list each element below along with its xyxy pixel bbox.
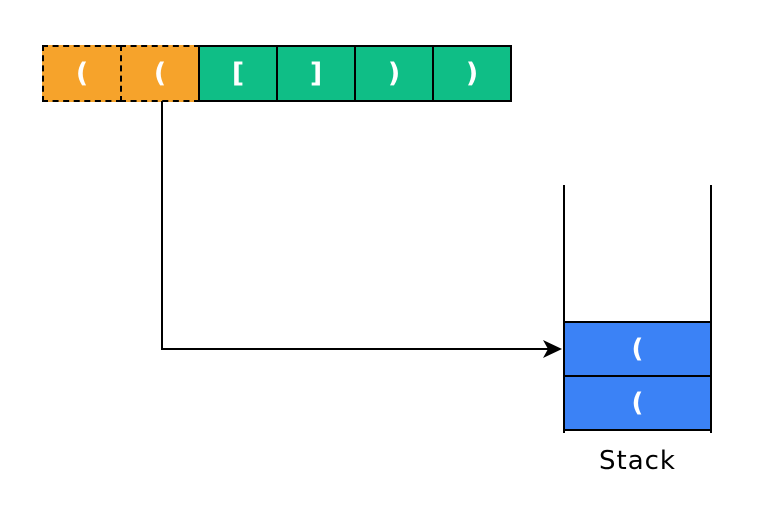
bracket-sequence: ( ( [ ] ) )	[42, 45, 512, 102]
stack-label: Stack	[599, 446, 676, 476]
stack-item-char: (	[631, 334, 644, 364]
stack-items: ( (	[563, 321, 712, 431]
cell-char: )	[465, 58, 479, 89]
sequence-cell: )	[432, 45, 512, 102]
cell-char: (	[75, 58, 89, 89]
stack-item-char: (	[631, 388, 644, 418]
push-arrow-line	[161, 101, 549, 350]
cell-char: (	[153, 58, 167, 89]
sequence-cell: (	[120, 45, 200, 102]
sequence-cell: [	[198, 45, 278, 102]
sequence-cell: ]	[276, 45, 356, 102]
arrow-head-icon	[543, 340, 562, 358]
stack-item: (	[563, 321, 712, 377]
cell-char: ]	[309, 58, 323, 89]
sequence-cell: )	[354, 45, 434, 102]
sequence-cell: (	[42, 45, 122, 102]
stack-item: (	[563, 375, 712, 431]
cell-char: [	[231, 58, 245, 89]
stack-container	[563, 185, 712, 433]
cell-char: )	[387, 58, 401, 89]
